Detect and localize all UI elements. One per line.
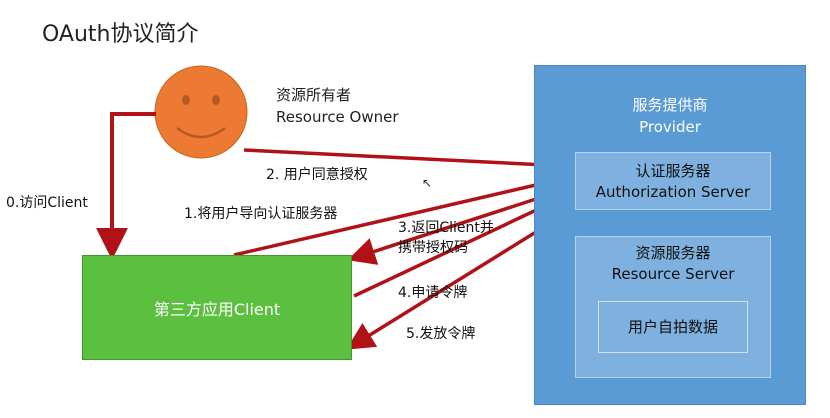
resource-owner-label: 资源所有者 Resource Owner: [276, 84, 399, 128]
provider-label-cn: 服务提供商: [632, 96, 708, 114]
step-2-label: 2. 用户同意授权: [266, 167, 368, 183]
step-1-label: 1.将用户导向认证服务器: [184, 206, 338, 222]
authorization-server-box: 认证服务器 Authorization Server: [575, 152, 771, 210]
arrow-step1: [233, 169, 573, 257]
auth-server-label-cn: 认证服务器: [635, 162, 711, 180]
step-5-label: 5.发放令牌: [406, 326, 476, 342]
arrow-step2: [243, 148, 573, 179]
resource-server-label-en: Resource Server: [611, 265, 735, 283]
provider-label-en: Provider: [639, 118, 701, 136]
step-3-line1: 3.返回Client并: [398, 220, 494, 236]
mouse-cursor-icon: ↖: [422, 176, 433, 190]
step-3-label: 3.返回Client并 携带授权码: [398, 218, 494, 258]
resource-server-label-cn: 资源服务器: [635, 244, 711, 262]
step-3-line2: 携带授权码: [398, 240, 468, 256]
resource-owner-label-en: Resource Owner: [276, 108, 399, 126]
step-4-label: 4.申请令牌: [398, 285, 468, 301]
arrow-step4: [353, 192, 573, 298]
provider-title: 服务提供商 Provider: [535, 94, 805, 138]
auth-server-label-en: Authorization Server: [595, 183, 751, 201]
resource-owner-label-cn: 资源所有者: [276, 86, 352, 104]
step-0-label: 0.访问Client: [6, 195, 88, 211]
resource-server-box: 资源服务器 Resource Server 用户自拍数据: [575, 236, 771, 378]
client-app-box: 第三方应用Client: [82, 255, 352, 360]
page-title: OAuth协议简介: [42, 22, 199, 47]
smiley-face-icon: [154, 65, 248, 159]
arrow-step0: [96, 112, 156, 260]
provider-box: 服务提供商 Provider 认证服务器 Authorization Serve…: [534, 65, 806, 405]
user-data-box: 用户自拍数据: [598, 301, 748, 353]
